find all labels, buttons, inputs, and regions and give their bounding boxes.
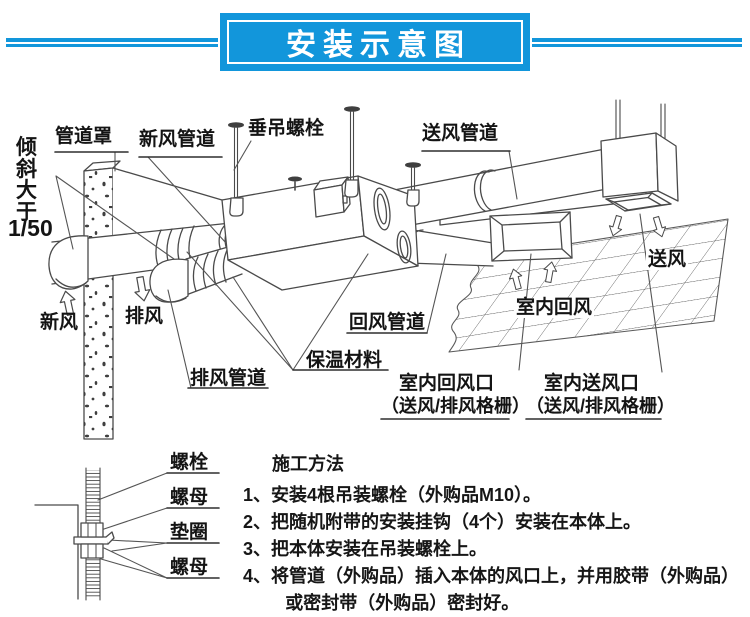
bolt-assembly-detail	[34, 467, 115, 601]
fresh-air-hood	[48, 235, 89, 290]
label-exhaust-duct: 排风管道	[190, 368, 267, 389]
label-supply-duct: 送风管道	[422, 123, 499, 144]
label-hanging-bolt: 垂吊螺栓	[248, 118, 325, 139]
label-fresh-air-duct: 新风管道	[139, 129, 216, 150]
banner-left-rule	[6, 38, 218, 47]
label-indoor-return-outlet-sub: （送风/排风格栅）	[381, 396, 531, 416]
exhaust-hood	[149, 258, 189, 303]
exhaust-air-arrow-icon	[131, 275, 153, 303]
construction-step-2: 2、把随机附带的安装挂钩（4个）安装在本体上。	[243, 512, 642, 532]
ventilation-unit	[221, 175, 419, 291]
unit-return-port	[396, 230, 412, 264]
bolt-3	[344, 106, 360, 198]
label-supply-air: 送风	[646, 249, 689, 270]
label-underlines	[54, 150, 662, 579]
return-air-grille-box	[489, 211, 573, 262]
label-indoor-return-air: 室内回风	[514, 297, 595, 318]
label-return-duct: 回风管道	[349, 312, 426, 333]
label-fresh-air: 新风	[40, 312, 79, 333]
bolt-1	[228, 122, 244, 217]
banner-right-rule	[532, 38, 742, 47]
title-banner-border	[227, 20, 523, 64]
label-slope-note: 倾斜大于	[16, 136, 37, 224]
page-title: 安装示意图	[286, 29, 471, 62]
label-slope-ratio: 1/50	[8, 215, 53, 241]
construction-method-heading: 施工方法	[272, 454, 344, 474]
supply-air-arrow-icon	[606, 213, 626, 239]
bolt-4	[405, 162, 421, 207]
label-exhaust-air: 排风	[125, 306, 164, 327]
construction-step-4: 4、将管道（外购品）插入本体的风口上，并用胶带（外购品） 或密封带（外购品）密封…	[243, 566, 740, 613]
bolt-2	[288, 176, 302, 191]
construction-method: 施工方法 1、安装4根吊装螺栓（外购品M10）。 2、把随机附带的安装挂钩（4个…	[243, 450, 745, 617]
supply-outlet-box	[600, 99, 679, 212]
unit-supply-port	[373, 187, 391, 231]
label-bolt: 螺栓	[170, 452, 209, 473]
label-duct-cover: 管道罩	[55, 126, 113, 147]
label-nut-top: 螺母	[170, 487, 209, 508]
label-washer: 垫圈	[170, 522, 209, 543]
control-box	[313, 176, 351, 218]
label-indoor-return-outlet: 室内回风口	[399, 373, 495, 394]
label-indoor-supply-outlet-sub: （送风/排风格栅）	[526, 396, 676, 416]
construction-step-3: 3、把本体安装在吊装螺栓上。	[243, 539, 488, 559]
hanging-bolts	[228, 106, 421, 217]
construction-step-1: 1、安装4根吊装螺栓（外购品M10）。	[243, 485, 542, 505]
title-banner: 安装示意图	[220, 13, 530, 71]
label-nut-bottom: 螺母	[170, 557, 209, 578]
label-insulation: 保温材料	[306, 350, 383, 371]
label-indoor-supply-outlet: 室内送风口	[544, 373, 640, 394]
leader-lines	[55, 140, 663, 579]
